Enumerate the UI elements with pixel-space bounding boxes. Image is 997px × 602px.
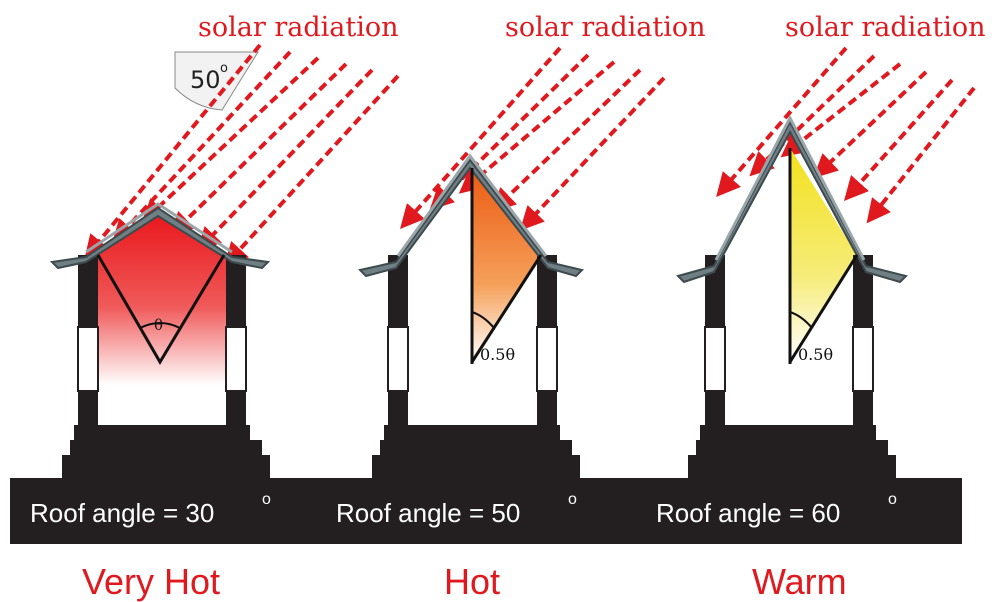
roof-angle-degree-2: o xyxy=(568,491,577,508)
apex-angle-3: 0.5θ xyxy=(798,345,833,364)
roof-angle-label-1: Roof angle = 30 xyxy=(30,498,214,528)
radiation-arrow xyxy=(458,60,616,194)
radiation-arrow xyxy=(716,46,848,198)
house-very-hot: θ xyxy=(49,202,271,478)
condition-label-1: Very Hot xyxy=(82,561,220,602)
angle-lines-3 xyxy=(788,254,859,363)
house-hot: 0.5θ xyxy=(358,153,584,478)
pedestal-1 xyxy=(62,425,270,478)
wall-right-1 xyxy=(226,255,246,327)
heat-zone-1 xyxy=(96,212,228,385)
roof-angle-degree-3: o xyxy=(888,491,897,508)
radiation-label-2: solar radiation xyxy=(505,12,705,43)
condition-label-2: Hot xyxy=(444,561,500,602)
radiation-arrow xyxy=(141,56,320,224)
wall-right-2 xyxy=(537,255,557,327)
sun-angle-degree: o xyxy=(220,61,228,76)
pedestal-3 xyxy=(688,425,896,478)
radiation-arrow xyxy=(866,86,976,224)
radiation-label-1: solar radiation xyxy=(198,12,398,43)
radiation-arrow xyxy=(780,62,902,158)
roof-angle-degree-1: o xyxy=(262,491,271,508)
roof-angle-label-2: Roof angle = 50 xyxy=(336,498,520,528)
heat-zone-3 xyxy=(790,148,857,362)
radiation-label-3: solar radiation xyxy=(785,12,985,43)
ground-band xyxy=(10,478,962,544)
roof-1 xyxy=(49,206,271,270)
angle-lines-1 xyxy=(96,254,226,365)
wall-left-2 xyxy=(388,255,408,327)
apex-angle-2: 0.5θ xyxy=(480,345,515,364)
wall-left-1 xyxy=(78,255,98,327)
radiation-arrow xyxy=(169,62,348,237)
apex-angle-1: θ xyxy=(154,316,163,334)
sun-angle-value: 50 xyxy=(190,66,221,94)
radiation-arrow xyxy=(400,46,562,229)
radiation-arrow xyxy=(196,68,374,252)
roof-2 xyxy=(358,158,584,278)
radiation-arrow xyxy=(84,43,262,260)
condition-label-3: Warm xyxy=(752,561,847,602)
house-warm: 0.5θ xyxy=(676,114,908,478)
sun-angle-indicator: 50 o xyxy=(174,51,259,111)
radiation-arrow xyxy=(813,70,928,179)
roof-3 xyxy=(676,119,908,284)
radiation-arrow xyxy=(844,78,954,201)
roof-angle-label-3: Roof angle = 60 xyxy=(656,498,840,528)
radiation-arrow xyxy=(223,74,400,267)
heat-zone-2 xyxy=(472,168,541,362)
radiation-arrow xyxy=(519,76,666,231)
pedestal-2 xyxy=(372,425,580,478)
radiation-arrow xyxy=(491,68,642,213)
angle-lines-2 xyxy=(470,254,543,363)
